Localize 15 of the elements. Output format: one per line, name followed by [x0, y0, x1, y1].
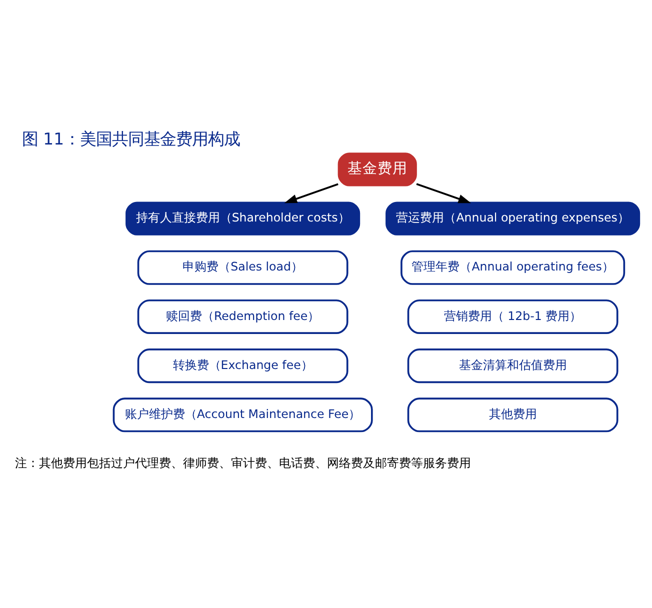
node-box: 转换费（Exchange fee）: [137, 348, 348, 384]
node-box: 基金费用: [338, 152, 417, 186]
node-box: 账户维护费（Account Maintenance Fee）: [112, 398, 373, 432]
node-box: 营运费用（Annual operating expenses）: [386, 202, 640, 236]
node-box: 其他费用: [407, 398, 618, 432]
node-box: 基金清算和估值费用: [407, 348, 618, 384]
label: 注：其他费用包括过户代理费、律师费、审计费、电话费、网络费及邮寄费等服务费用: [14, 456, 471, 470]
arrow: [284, 183, 338, 204]
node-box: 营销费用（ 12b-1 费用）: [407, 299, 618, 334]
diagram-title: 图 11：美国共同基金费用构成: [22, 129, 240, 148]
node-box: 管理年费（Annual operating fees）: [400, 250, 626, 285]
node-box: 赎回费（Redemption fee）: [137, 299, 348, 334]
node-box: 持有人直接费用（Shareholder costs）: [126, 202, 360, 236]
node-box: 申购费（Sales load）: [137, 250, 348, 285]
arrow: [416, 183, 472, 204]
